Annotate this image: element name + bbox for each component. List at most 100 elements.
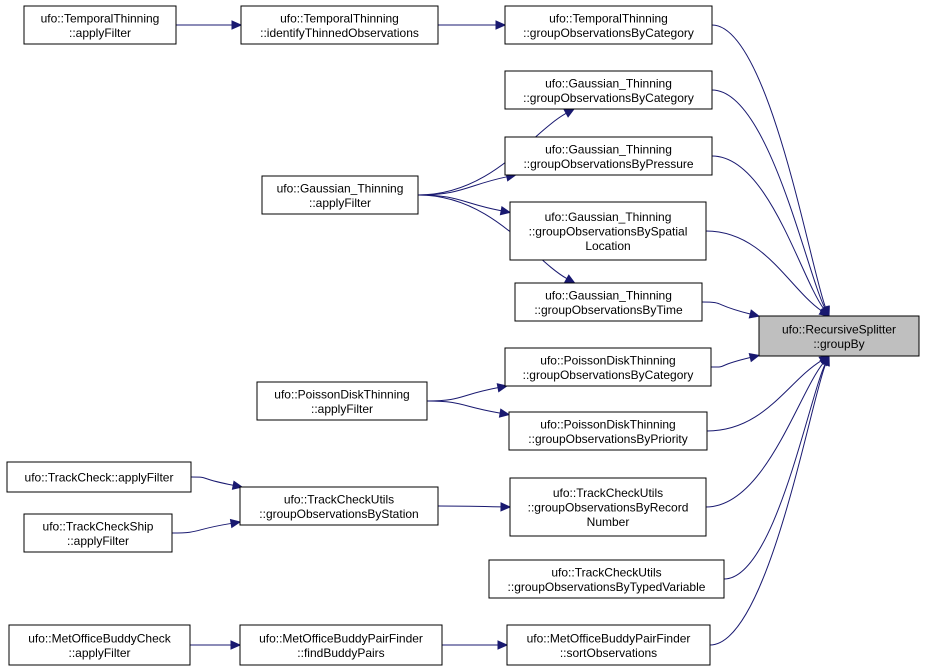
node-label-line: ::applyFilter <box>309 196 371 210</box>
node-trackutils-group-typed[interactable]: ufo::TrackCheckUtils::groupObservationsB… <box>488 559 725 599</box>
node-buddy-find-pairs[interactable]: ufo::MetOfficeBuddyPairFinder::findBuddy… <box>239 624 443 666</box>
node-box <box>8 624 191 666</box>
edge-buddy-sort-to-recursive-groupby <box>709 364 827 646</box>
node-temporal-apply[interactable]: ufo::TemporalThinning::applyFilter <box>23 5 177 45</box>
edge-trackcheck-apply-to-trackutils-group-station <box>190 476 234 486</box>
arrow-head <box>563 108 576 118</box>
node-label-line: ufo::TemporalThinning <box>41 11 160 25</box>
node-label-line: ::groupObservationsBySpatial <box>529 225 688 239</box>
arrow-head <box>231 20 243 30</box>
node-trackutils-group-station[interactable]: ufo::TrackCheckUtils::groupObservationsB… <box>239 486 439 526</box>
nodes-layer: ufo::TemporalThinning::applyFilterufo::T… <box>6 5 920 666</box>
node-trackship-apply[interactable]: ufo::TrackCheckShip::applyFilter <box>23 513 173 553</box>
node-label-line: ::groupObservationsByStation <box>259 507 418 521</box>
edge-trackutils-group-station-to-trackutils-group-record <box>437 505 502 508</box>
arrow-head <box>820 354 830 367</box>
node-label-line: ::applyFilter <box>67 534 129 548</box>
node-label-line: ufo::PoissonDiskThinning <box>540 417 675 431</box>
node-label-line: ::identifyThinnedObservations <box>260 26 419 40</box>
node-label-line: ufo::Gaussian_Thinning <box>277 181 404 195</box>
node-label-line: ufo::TrackCheckUtils <box>553 486 663 500</box>
arrow-head <box>497 640 509 650</box>
node-trackutils-group-record[interactable]: ufo::TrackCheckUtils::groupObservationsB… <box>509 477 707 537</box>
edge-temporal-group-cat-to-recursive-groupby <box>711 24 827 308</box>
node-poisson-group-priority[interactable]: ufo::PoissonDiskThinning::groupObservati… <box>508 411 708 451</box>
node-label-line: ::applyFilter <box>311 402 373 416</box>
node-box <box>504 5 713 45</box>
node-label-line: ufo::TemporalThinning <box>549 11 668 25</box>
edge-gauss-apply-to-gauss-group-time <box>417 194 568 280</box>
arrow-head <box>748 352 761 363</box>
node-label-line: ufo::TemporalThinning <box>280 11 399 25</box>
node-label-line: ::groupObservationsByTime <box>534 303 683 317</box>
node-box <box>6 461 192 493</box>
arrow-head <box>496 383 509 393</box>
node-label-line: Number <box>587 515 630 529</box>
node-box <box>239 486 439 526</box>
node-label-line: ::groupObservationsByTypedVariable <box>508 580 706 594</box>
node-label-line: ufo::Gaussian_Thinning <box>545 142 672 156</box>
arrow-head <box>500 502 512 512</box>
node-box <box>23 513 173 553</box>
node-poisson-group-cat[interactable]: ufo::PoissonDiskThinning::groupObservati… <box>504 347 712 387</box>
node-box <box>506 624 711 666</box>
node-box <box>514 282 703 322</box>
edge-gauss-apply-to-gauss-group-pressure <box>417 176 507 196</box>
node-recursive-groupby[interactable]: ufo::RecursiveSplitter::groupBy <box>758 315 920 357</box>
edge-gauss-group-spatial-to-recursive-groupby <box>705 230 822 312</box>
node-label-line: ::groupObservationsByPriority <box>528 432 687 446</box>
node-box <box>504 136 713 176</box>
node-temporal-identify[interactable]: ufo::TemporalThinning::identifyThinnedOb… <box>240 5 439 45</box>
node-label-line: ufo::TrackCheck::applyFilter <box>25 471 174 485</box>
edges-layer <box>171 20 831 650</box>
node-gauss-apply[interactable]: ufo::Gaussian_Thinning::applyFilter <box>261 175 419 215</box>
arrow-head <box>748 309 761 319</box>
node-label-line: ::groupObservationsByRecord <box>528 501 689 515</box>
arrow-head <box>498 408 511 418</box>
arrow-head <box>495 20 507 30</box>
node-buddy-sort[interactable]: ufo::MetOfficeBuddyPairFinder::sortObser… <box>506 624 711 666</box>
node-trackcheck-apply[interactable]: ufo::TrackCheck::applyFilter <box>6 461 192 493</box>
node-box <box>240 5 439 45</box>
node-box <box>488 559 725 599</box>
node-gauss-group-time[interactable]: ufo::Gaussian_Thinning::groupObservation… <box>514 282 703 322</box>
node-box <box>261 175 419 215</box>
edge-gauss-group-cat-to-recursive-groupby <box>711 89 826 309</box>
node-label-line: Location <box>585 239 630 253</box>
node-poisson-apply[interactable]: ufo::PoissonDiskThinning::applyFilter <box>256 381 428 421</box>
node-buddycheck-apply[interactable]: ufo::MetOfficeBuddyCheck::applyFilter <box>8 624 191 666</box>
edge-poisson-apply-to-poisson-group-cat <box>426 387 499 402</box>
node-box <box>23 5 177 45</box>
node-gauss-group-cat[interactable]: ufo::Gaussian_Thinning::groupObservation… <box>504 70 713 110</box>
node-label-line: ::groupObservationsByPressure <box>523 157 693 171</box>
node-label-line: ufo::Gaussian_Thinning <box>545 76 672 90</box>
edge-poisson-apply-to-poisson-group-priority <box>426 400 501 414</box>
node-box <box>256 381 428 421</box>
node-label-line: ::applyFilter <box>69 26 131 40</box>
node-label-line: ufo::RecursiveSplitter <box>782 322 896 336</box>
node-label-line: ::groupObservationsByCategory <box>523 26 694 40</box>
node-label-line: ::groupObservationsByCategory <box>523 91 694 105</box>
node-box <box>509 477 707 537</box>
node-temporal-group-cat[interactable]: ufo::TemporalThinning::groupObservations… <box>504 5 713 45</box>
node-gauss-group-pressure[interactable]: ufo::Gaussian_Thinning::groupObservation… <box>504 136 713 176</box>
node-gauss-group-spatial[interactable]: ufo::Gaussian_Thinning::groupObservation… <box>509 201 707 261</box>
node-box <box>509 201 707 261</box>
arrow-head <box>229 518 242 529</box>
node-box <box>504 347 712 387</box>
node-label-line: ufo::MetOfficeBuddyPairFinder <box>259 631 423 645</box>
node-box <box>239 624 443 666</box>
edge-trackship-apply-to-trackutils-group-station <box>171 522 232 534</box>
arrow-head <box>230 640 242 650</box>
node-label-line: ufo::TrackCheckUtils <box>551 565 661 579</box>
edge-gauss-apply-to-gauss-group-spatial <box>417 194 502 212</box>
node-label-line: ::groupObservationsByCategory <box>523 368 694 382</box>
edge-poisson-group-priority-to-recursive-groupby <box>706 360 822 432</box>
node-label-line: ufo::MetOfficeBuddyPairFinder <box>527 631 691 645</box>
node-box <box>504 70 713 110</box>
edge-gauss-group-time-to-recursive-groupby <box>701 301 751 315</box>
edge-gauss-group-pressure-to-recursive-groupby <box>711 155 825 310</box>
arrow-head <box>499 205 512 216</box>
node-label-line: ufo::PoissonDiskThinning <box>274 387 409 401</box>
